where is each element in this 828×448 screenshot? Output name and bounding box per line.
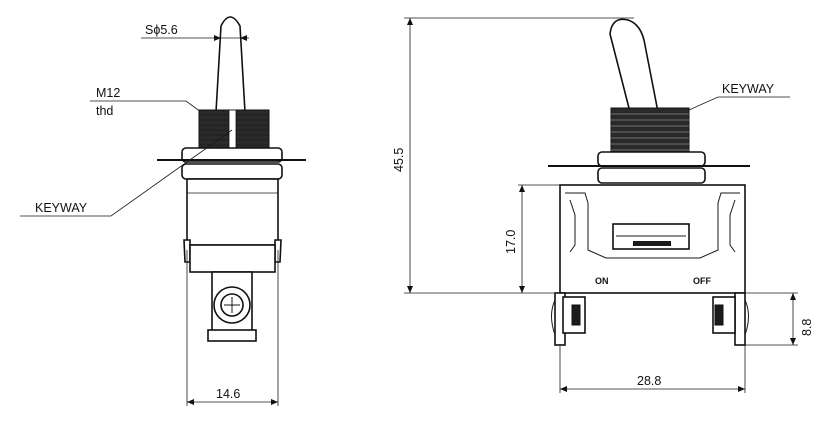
front-lever [215,16,246,113]
dia-tip-label: Sϕ5.6 [145,23,178,37]
pos-off-label: OFF [693,276,711,286]
height-body-label: 17.0 [504,230,518,254]
side-view: ON OFF KEYWAY 45.5 17.0 [392,17,814,393]
thread-note-label: thd [96,104,113,118]
side-bushing [610,107,690,156]
side-terminal-left [551,292,586,346]
side-terminal-right [712,292,749,346]
front-lower-nut [181,163,283,180]
keyway-right-leader [688,96,790,111]
height-total-label: 45.5 [392,148,406,172]
front-body [186,178,279,246]
side-lower-nut [597,167,706,184]
thread-size-label: M12 [96,86,120,100]
width-front-label: 14.6 [216,387,240,401]
keyway-left-leader [20,129,233,217]
side-upper-nut [597,151,706,167]
thread-leader [90,100,202,113]
front-view: Sϕ5.6 M12 thd KEYWAY 14.6 [20,16,306,406]
front-terminal-screw [207,271,257,342]
pos-on-label: ON [595,276,609,286]
keyway-right-label: KEYWAY [722,82,775,96]
width-side-label: 28.8 [637,374,661,388]
front-lower-housing [189,244,276,273]
terminal-height-label: 8.8 [800,319,814,336]
side-lever [609,18,659,113]
keyway-left-label: KEYWAY [35,201,88,215]
front-upper-nut [181,147,283,163]
